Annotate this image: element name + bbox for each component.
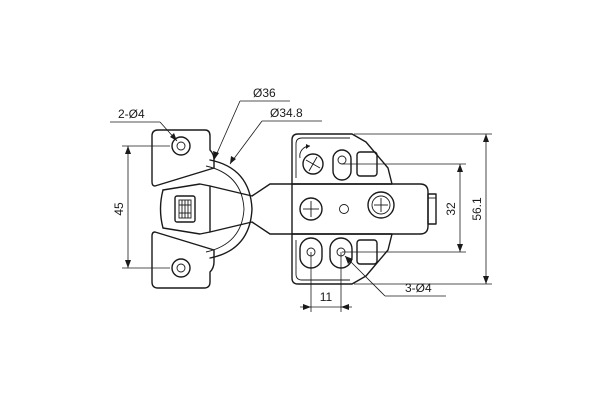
dim-label-56-1: 56.1 [470, 197, 484, 221]
screw-center-right [367, 191, 395, 219]
cup-mounting-plate [151, 129, 215, 289]
plate-holes-lower [299, 237, 378, 269]
dim-label-11: 11 [320, 290, 333, 304]
mounting-hole-top [171, 136, 191, 156]
leader-34-8 [229, 120, 322, 165]
pivot-pin [339, 204, 349, 214]
mounting-hole-bottom [171, 258, 191, 278]
leader-3x4 [344, 255, 446, 297]
dim-label-45: 45 [112, 202, 126, 216]
dim-11 [300, 252, 352, 312]
leader-36 [213, 100, 290, 161]
label-2x4: 2-Ø4 [118, 107, 145, 121]
hinge-arm [209, 183, 437, 235]
hinge-cup [159, 159, 253, 259]
rotation-mark [299, 145, 311, 159]
dim-45 [122, 145, 170, 269]
leader-2x4 [110, 121, 178, 142]
label-dia36: Ø36 [253, 86, 276, 100]
label-3x4: 3-Ø4 [405, 281, 432, 295]
dim-32 [342, 163, 466, 253]
dim-label-32: 32 [444, 202, 458, 216]
mounting-plate [291, 133, 393, 285]
screw-center-left [299, 197, 323, 221]
screw-upper-left [302, 153, 324, 175]
label-dia34-8: Ø34.8 [270, 106, 303, 120]
dim-56-1 [354, 133, 492, 285]
plate-slot-upper [332, 149, 378, 181]
